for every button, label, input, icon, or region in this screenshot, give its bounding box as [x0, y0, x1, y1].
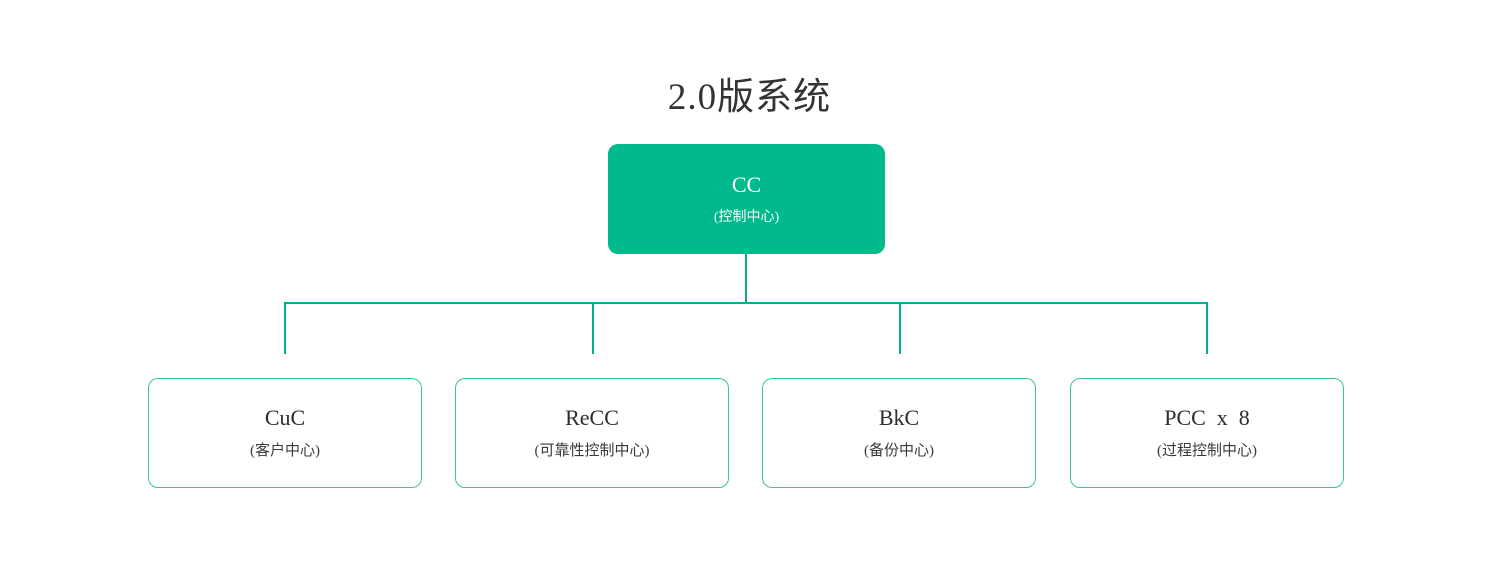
- connector-drop-recc: [592, 302, 594, 354]
- node-cc-sublabel: (控制中心): [713, 209, 780, 225]
- node-cuc-label: CuC: [264, 405, 306, 430]
- connector-horizontal-bus: [285, 302, 1207, 304]
- node-pcc-sublabel: (过程控制中心): [1157, 443, 1257, 459]
- connector-drop-cuc: [284, 302, 286, 354]
- connector-drop-bkc: [899, 302, 901, 354]
- node-recc-sublabel: (可靠性控制中心): [534, 443, 650, 459]
- node-cuc-sublabel: (客户中心): [250, 443, 320, 459]
- node-recc-label: ReCC: [565, 405, 619, 430]
- node-cc-label: CC: [731, 171, 762, 197]
- diagram-title: 2.0版系统: [667, 77, 832, 118]
- node-bkc[interactable]: BkC (备份中心): [762, 378, 1036, 488]
- node-pcc[interactable]: PCC x 8 (过程控制中心): [1070, 378, 1344, 488]
- node-pcc-label: PCC x 8: [1164, 405, 1250, 430]
- node-recc[interactable]: ReCC (可靠性控制中心): [455, 378, 729, 488]
- connector-root-stem: [745, 254, 747, 303]
- node-bkc-sublabel: (备份中心): [864, 443, 934, 459]
- connector-drop-pcc: [1206, 302, 1208, 354]
- node-cc[interactable]: CC (控制中心): [608, 144, 885, 254]
- node-bkc-label: BkC: [878, 405, 920, 430]
- node-cuc[interactable]: CuC (客户中心): [148, 378, 422, 488]
